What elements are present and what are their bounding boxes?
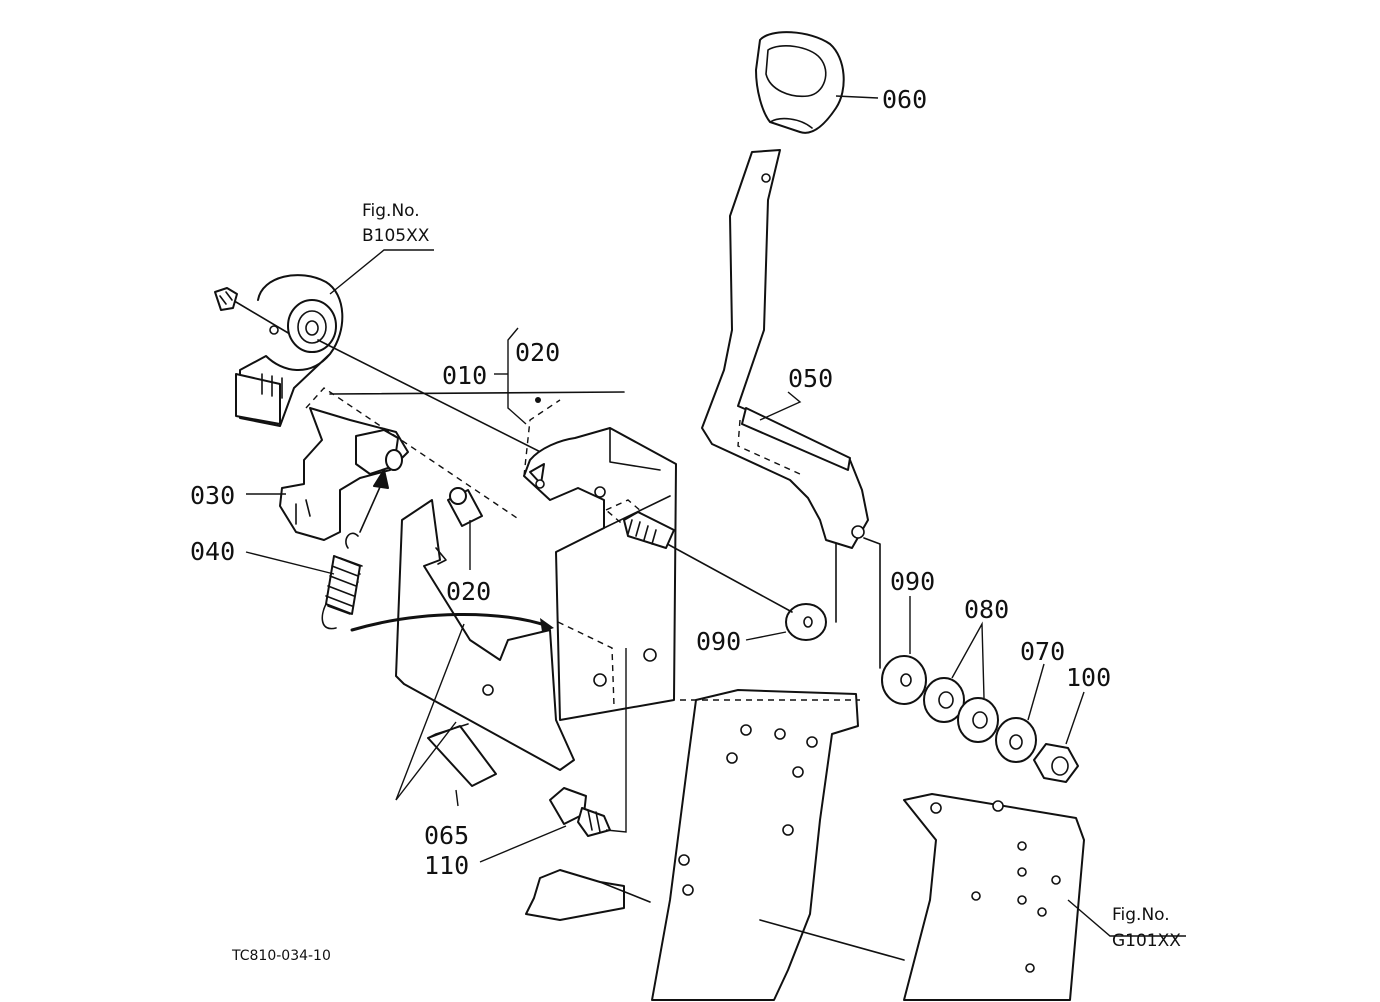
label-030: 030 xyxy=(190,481,235,510)
label-090-right: 090 xyxy=(890,567,935,596)
label-020-top: 020 xyxy=(515,338,560,367)
axis-line xyxy=(863,537,881,669)
washer-080a xyxy=(923,677,965,723)
label-010: 010 xyxy=(442,361,487,390)
lever-030 xyxy=(279,387,521,541)
lever-050 xyxy=(701,149,869,549)
bracket-010-020 xyxy=(507,327,527,425)
bracket-010 xyxy=(395,399,677,771)
label-110: 110 xyxy=(424,851,469,880)
bolt-110 xyxy=(479,648,627,863)
spring-040 xyxy=(321,469,389,630)
label-020-bottom: 020 xyxy=(446,577,491,606)
ref-top-line1: Fig.No. xyxy=(362,201,420,221)
washer-080b xyxy=(951,621,999,743)
axis-line xyxy=(329,391,625,395)
label-050: 050 xyxy=(788,364,833,393)
label-090-left: 090 xyxy=(696,627,741,656)
washer-090b xyxy=(881,596,927,705)
ref-top-line2: B105XX xyxy=(362,226,430,246)
bushing-020 xyxy=(447,487,483,570)
ref-bottom-line2: G101XX xyxy=(1112,931,1181,951)
washer-090a xyxy=(745,603,827,641)
washer-070 xyxy=(995,663,1045,763)
diagram-code: TC810-034-10 xyxy=(231,948,331,964)
label-040: 040 xyxy=(190,537,235,566)
assembly-arrow xyxy=(350,612,550,632)
pad-065 xyxy=(395,623,497,807)
axis-line xyxy=(659,539,793,613)
label-100: 100 xyxy=(1066,663,1111,692)
nut-100 xyxy=(1033,691,1085,783)
frame-right xyxy=(759,793,1186,1001)
label-065: 065 xyxy=(424,821,469,850)
label-080: 080 xyxy=(964,595,1009,624)
frame-main xyxy=(525,689,860,1001)
label-070: 070 xyxy=(1020,637,1065,666)
stud xyxy=(623,511,675,549)
leader-040 xyxy=(245,551,335,575)
assembly-arrow-head xyxy=(540,618,554,632)
dot-marker xyxy=(535,397,541,403)
sensor-assembly xyxy=(214,249,434,427)
label-060: 060 xyxy=(882,85,927,114)
stud-threads xyxy=(627,519,657,545)
knob-060 xyxy=(755,31,879,134)
ref-bottom-line1: Fig.No. xyxy=(1112,905,1170,925)
